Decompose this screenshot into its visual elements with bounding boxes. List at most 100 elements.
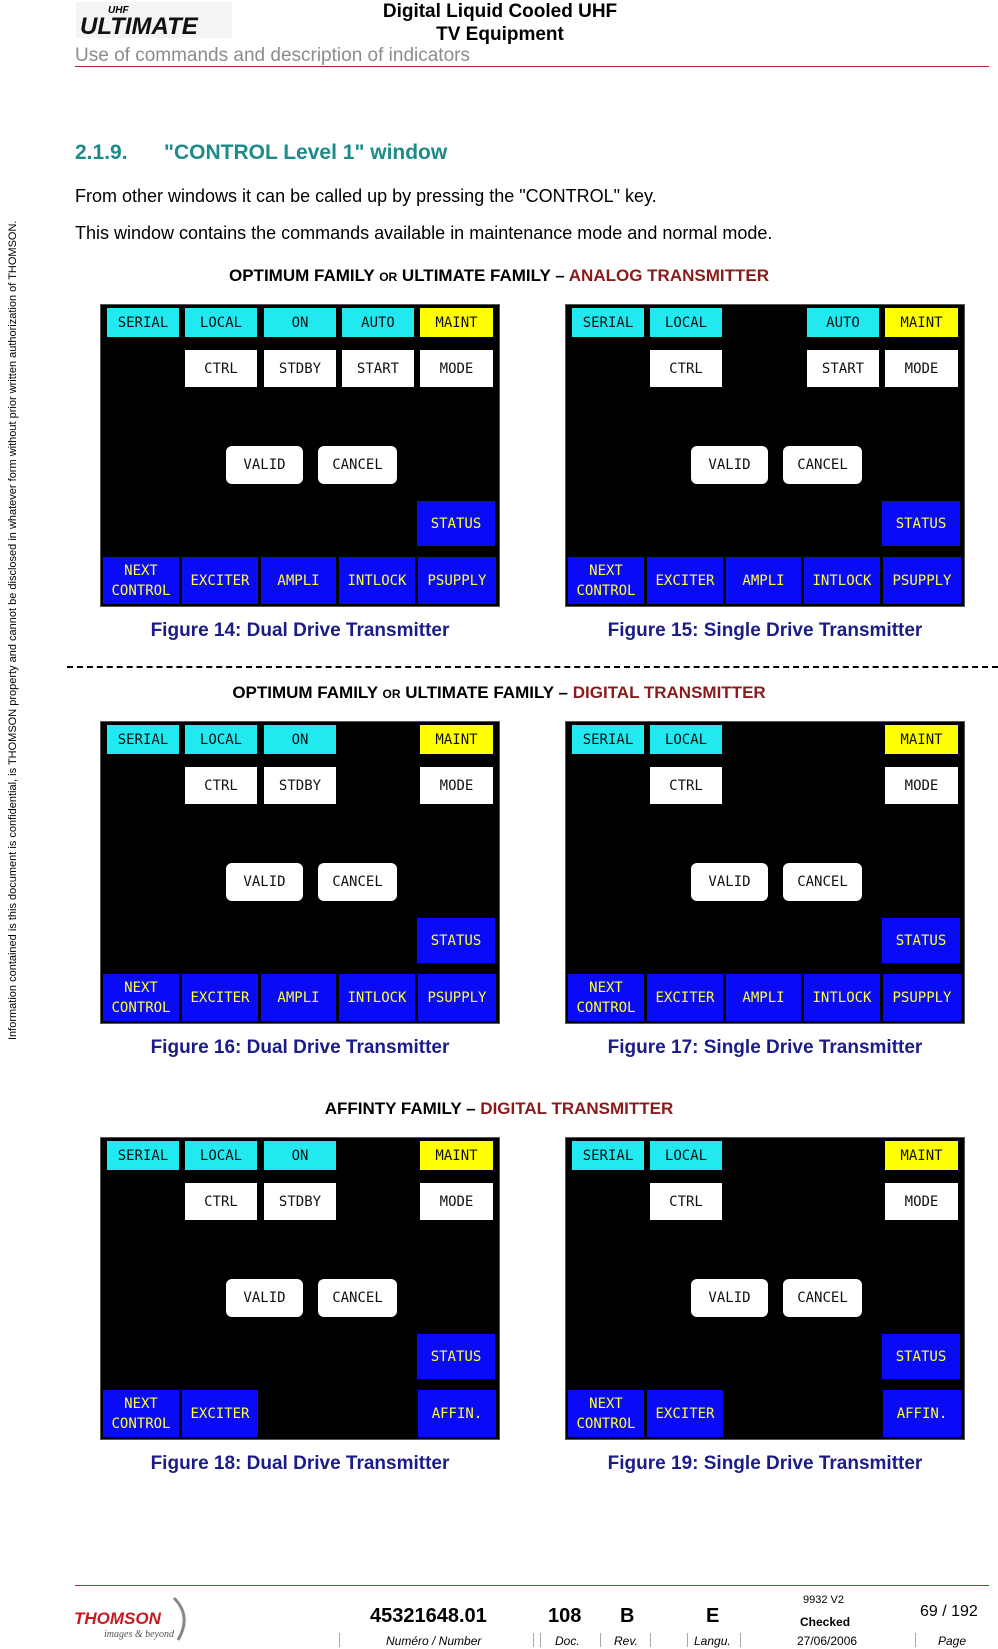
start-button[interactable]: START <box>807 350 879 387</box>
thomson-logo: THOMSON images & beyond <box>74 1594 194 1644</box>
mode-button[interactable]: MODE <box>885 767 958 804</box>
ampli-button[interactable]: AMPLI <box>726 557 801 604</box>
on-button[interactable]: ON <box>264 308 336 337</box>
footer-separator <box>687 1633 688 1647</box>
psupply-button[interactable]: PSUPPLY <box>418 974 496 1021</box>
cancel-button[interactable]: CANCEL <box>318 446 397 484</box>
auto-button[interactable]: AUTO <box>807 308 879 337</box>
local-button[interactable]: LOCAL <box>650 1141 722 1170</box>
ampli-button[interactable]: AMPLI <box>726 974 801 1021</box>
exciter-button[interactable]: EXCITER <box>647 557 723 604</box>
psupply-button[interactable]: PSUPPLY <box>418 557 496 604</box>
figure-17-caption: Figure 17: Single Drive Transmitter <box>607 1037 923 1058</box>
exciter-button[interactable]: EXCITER <box>647 974 723 1021</box>
rev-value: B <box>620 1605 635 1627</box>
valid-button[interactable]: VALID <box>691 1279 768 1317</box>
valid-button[interactable]: VALID <box>226 446 303 484</box>
local-button[interactable]: LOCAL <box>650 725 722 754</box>
exciter-button[interactable]: EXCITER <box>182 1390 258 1437</box>
local-button[interactable]: LOCAL <box>185 1141 257 1170</box>
valid-button[interactable]: VALID <box>691 863 768 901</box>
cancel-button[interactable]: CANCEL <box>783 1279 862 1317</box>
serial-button[interactable]: SERIAL <box>572 308 644 337</box>
mode-button[interactable]: MODE <box>885 350 958 387</box>
control-label: CONTROL <box>111 1415 171 1432</box>
family-type: DIGITAL TRANSMITTER <box>480 1099 674 1118</box>
ctrl-button[interactable]: CTRL <box>650 350 722 387</box>
affin-button[interactable]: AFFIN. <box>418 1390 496 1437</box>
maint-button[interactable]: MAINT <box>420 1141 493 1170</box>
logo-uhf-text: UHF <box>108 5 129 16</box>
maint-button[interactable]: MAINT <box>885 308 958 337</box>
title-line-1: Digital Liquid Cooled UHF <box>382 1 618 22</box>
status-button[interactable]: STATUS <box>882 501 960 546</box>
mode-button[interactable]: MODE <box>420 350 493 387</box>
ampli-button[interactable]: AMPLI <box>261 557 336 604</box>
intlock-button[interactable]: INTLOCK <box>339 557 415 604</box>
stdby-button[interactable]: STDBY <box>264 1183 336 1220</box>
figure-18-screen: SERIAL LOCAL ON MAINT CTRL STDBY MODE VA… <box>100 1137 500 1440</box>
serial-button[interactable]: SERIAL <box>107 308 179 337</box>
ctrl-button[interactable]: CTRL <box>185 767 257 804</box>
local-button[interactable]: LOCAL <box>185 725 257 754</box>
cancel-button[interactable]: CANCEL <box>318 863 397 901</box>
ctrl-button[interactable]: CTRL <box>185 1183 257 1220</box>
next-label: NEXT <box>124 562 158 579</box>
status-button[interactable]: STATUS <box>882 918 960 963</box>
document-title: Digital Liquid Cooled UHF TV Equipment <box>330 0 670 46</box>
ctrl-button[interactable]: CTRL <box>650 1183 722 1220</box>
local-button[interactable]: LOCAL <box>185 308 257 337</box>
serial-button[interactable]: SERIAL <box>572 1141 644 1170</box>
status-button[interactable]: STATUS <box>417 918 495 963</box>
cancel-button[interactable]: CANCEL <box>783 446 862 484</box>
ampli-button[interactable]: AMPLI <box>261 974 336 1021</box>
on-button[interactable]: ON <box>264 1141 336 1170</box>
intlock-button[interactable]: INTLOCK <box>339 974 415 1021</box>
valid-button[interactable]: VALID <box>226 1279 303 1317</box>
status-button[interactable]: STATUS <box>417 501 495 546</box>
family-prefix: OPTIMUM FAMILY <box>232 683 383 702</box>
mode-button[interactable]: MODE <box>420 767 493 804</box>
valid-button[interactable]: VALID <box>691 446 768 484</box>
figure-14-screen: SERIAL LOCAL ON AUTO MAINT CTRL STDBY ST… <box>100 304 500 607</box>
start-button[interactable]: START <box>342 350 414 387</box>
maint-button[interactable]: MAINT <box>420 308 493 337</box>
ctrl-button[interactable]: CTRL <box>650 767 722 804</box>
exciter-button[interactable]: EXCITER <box>647 1390 723 1437</box>
intlock-button[interactable]: INTLOCK <box>804 557 880 604</box>
affin-button[interactable]: AFFIN. <box>883 1390 961 1437</box>
stdby-button[interactable]: STDBY <box>264 350 336 387</box>
maint-button[interactable]: MAINT <box>885 725 958 754</box>
mode-button[interactable]: MODE <box>885 1183 958 1220</box>
cancel-button[interactable]: CANCEL <box>783 863 862 901</box>
serial-button[interactable]: SERIAL <box>572 725 644 754</box>
exciter-button[interactable]: EXCITER <box>182 974 258 1021</box>
psupply-button[interactable]: PSUPPLY <box>883 974 961 1021</box>
maint-button[interactable]: MAINT <box>885 1141 958 1170</box>
psupply-button[interactable]: PSUPPLY <box>883 557 961 604</box>
cancel-button[interactable]: CANCEL <box>318 1279 397 1317</box>
valid-button[interactable]: VALID <box>226 863 303 901</box>
ctrl-button[interactable]: CTRL <box>185 350 257 387</box>
maint-button[interactable]: MAINT <box>420 725 493 754</box>
auto-button[interactable]: AUTO <box>342 308 414 337</box>
intlock-button[interactable]: INTLOCK <box>804 974 880 1021</box>
on-button[interactable]: ON <box>264 725 336 754</box>
exciter-button[interactable]: EXCITER <box>182 557 258 604</box>
local-button[interactable]: LOCAL <box>650 308 722 337</box>
serial-button[interactable]: SERIAL <box>107 725 179 754</box>
status-button[interactable]: STATUS <box>417 1334 495 1379</box>
serial-button[interactable]: SERIAL <box>107 1141 179 1170</box>
stdby-button[interactable]: STDBY <box>264 767 336 804</box>
date-value: 27/06/2006 <box>797 1634 858 1648</box>
mode-button[interactable]: MODE <box>420 1183 493 1220</box>
status-button[interactable]: STATUS <box>882 1334 960 1379</box>
family-prefix: AFFINTY FAMILY – <box>324 1099 481 1118</box>
figure-17-screen: SERIAL LOCAL MAINT CTRL MODE VALID CANCE… <box>565 721 965 1024</box>
